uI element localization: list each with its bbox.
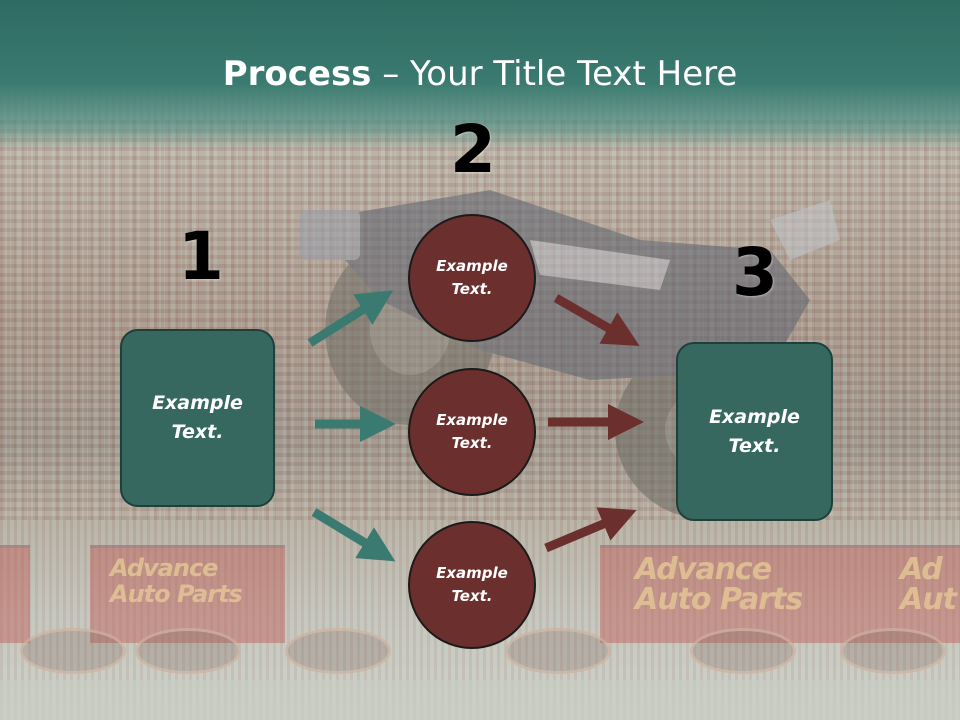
background-banner-far-right-text: Ad Aut (900, 552, 957, 617)
background-banner-right-text: Advance Auto Parts (635, 552, 803, 617)
arrow-bottom-to-right (544, 507, 637, 553)
step-2-circle-bottom[interactable]: Example Text. (408, 521, 536, 649)
arrow-left-to-bottom (311, 508, 396, 562)
sponsor-oval (690, 628, 796, 674)
step-1-text: Example Text. (152, 392, 243, 443)
step-2-circle-top[interactable]: Example Text. (408, 214, 536, 342)
step-2-circle-middle[interactable]: Example Text. (408, 368, 536, 496)
sponsor-oval (135, 628, 241, 674)
background-banner-edge (0, 545, 30, 643)
title-bold-text: Process (222, 54, 372, 94)
sponsor-oval (505, 628, 611, 674)
title-rest-text: – Your Title Text Here (371, 54, 738, 94)
background-sponsor-row (0, 620, 960, 680)
step-3-text: Example Text. (709, 405, 800, 457)
step-number-1[interactable]: 1 (178, 218, 224, 295)
sponsor-oval (285, 628, 391, 674)
background-banner-left-text: Advance Auto Parts (110, 554, 243, 608)
step-3-box[interactable]: Example Text. (676, 342, 833, 521)
step-number-2[interactable]: 2 (450, 111, 496, 188)
sponsor-oval (20, 628, 126, 674)
circle-bottom-text: Example Text. (436, 564, 508, 605)
step-1-box[interactable]: Example Text. (120, 329, 275, 507)
step-number-3[interactable]: 3 (732, 234, 778, 311)
background-banner-left (90, 545, 285, 643)
circle-middle-text: Example Text. (436, 411, 508, 452)
arrow-top-to-right (553, 294, 640, 346)
arrow-left-to-top (307, 290, 394, 347)
slide-title[interactable]: Process – Your Title Text Here (0, 52, 960, 96)
title-band (0, 0, 960, 150)
circle-top-text: Example Text. (436, 257, 508, 298)
sponsor-oval (840, 628, 946, 674)
background-banner-right (600, 545, 960, 643)
arena-floor (0, 680, 960, 720)
